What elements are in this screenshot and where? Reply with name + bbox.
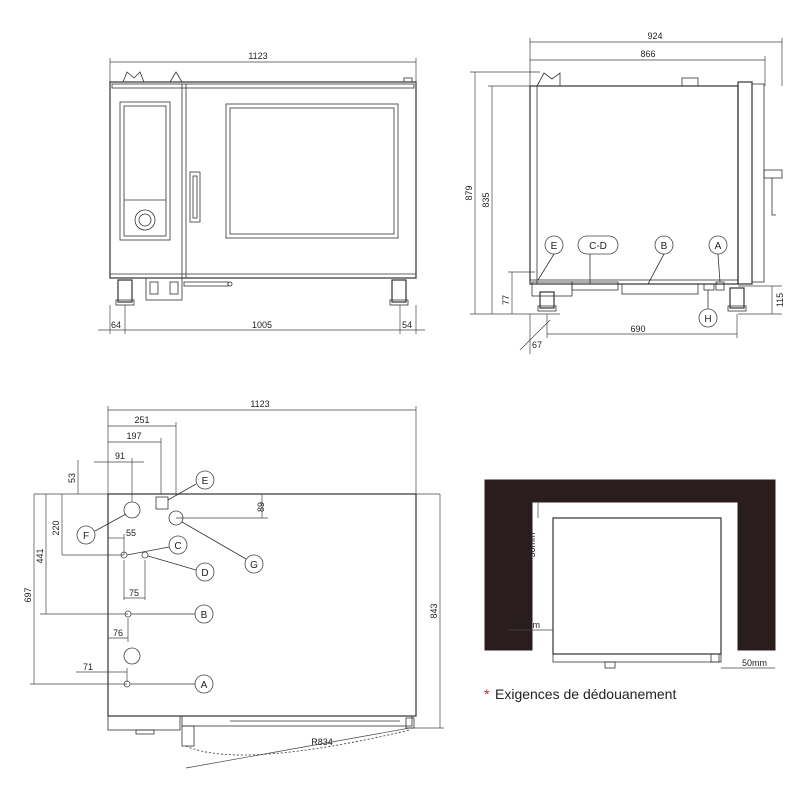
side-label-c-d: C-D xyxy=(589,241,607,252)
top-dim-251: 251 xyxy=(134,415,149,425)
top-dim-75: 75 xyxy=(129,588,139,598)
top-dim-197: 197 xyxy=(126,431,141,441)
top-label-e: E xyxy=(202,476,209,487)
top-label-b: B xyxy=(201,610,208,621)
top-label-a: A xyxy=(201,680,208,691)
side-label-b: B xyxy=(661,241,668,252)
note-text: Exigences de dédouanement xyxy=(495,686,676,702)
clearance-top: 50mm xyxy=(527,532,537,557)
top-width-total: 1123 xyxy=(250,399,269,409)
side-leg-offset: 67 xyxy=(532,340,542,350)
side-label-a: A xyxy=(715,241,722,252)
top-view: 1123 251 197 91 53 89 220 441 xyxy=(23,399,444,769)
top-label-f: F xyxy=(83,531,89,542)
top-dim-441: 441 xyxy=(35,548,45,563)
clearance-view: 50mm 500mm 50mm xyxy=(484,479,776,669)
front-view: 1123 64 1005 54 xyxy=(98,51,425,334)
note-asterisk: * xyxy=(484,686,490,702)
top-dim-53: 53 xyxy=(67,473,77,483)
side-label-h: H xyxy=(704,314,711,325)
front-left-offset: 64 xyxy=(111,320,121,330)
side-depth-body: 866 xyxy=(640,49,655,59)
top-dim-91: 91 xyxy=(115,451,125,461)
side-depth-total: 924 xyxy=(647,31,662,41)
side-view: 924 866 879 835 77 E C xyxy=(464,31,785,354)
clearance-left: 500mm xyxy=(510,620,540,630)
top-label-c: C xyxy=(174,541,181,552)
top-dim-76: 76 xyxy=(113,628,123,638)
top-dim-220: 220 xyxy=(51,520,61,535)
top-dim-89: 89 xyxy=(256,502,266,512)
top-label-g: G xyxy=(250,560,258,571)
side-height-total: 879 xyxy=(464,185,474,200)
side-height-body: 835 xyxy=(481,192,491,207)
top-dim-55: 55 xyxy=(126,528,136,538)
top-dim-71: 71 xyxy=(83,662,93,672)
top-label-d: D xyxy=(201,568,208,579)
side-connection-height: 115 xyxy=(775,293,785,307)
top-dim-697: 697 xyxy=(23,587,33,602)
clearance-note: * Exigences de dédouanement xyxy=(484,686,676,702)
front-width-total: 1123 xyxy=(248,51,267,61)
front-right-offset: 54 xyxy=(402,320,412,330)
clearance-right: 50mm xyxy=(742,658,767,668)
top-door-radius: R834 xyxy=(311,737,333,747)
side-label-e: E xyxy=(551,241,558,252)
side-leg-span: 690 xyxy=(630,324,645,334)
top-dim-843: 843 xyxy=(429,603,439,618)
front-width-between-legs: 1005 xyxy=(252,320,272,330)
side-leg-height: 77 xyxy=(501,295,511,305)
